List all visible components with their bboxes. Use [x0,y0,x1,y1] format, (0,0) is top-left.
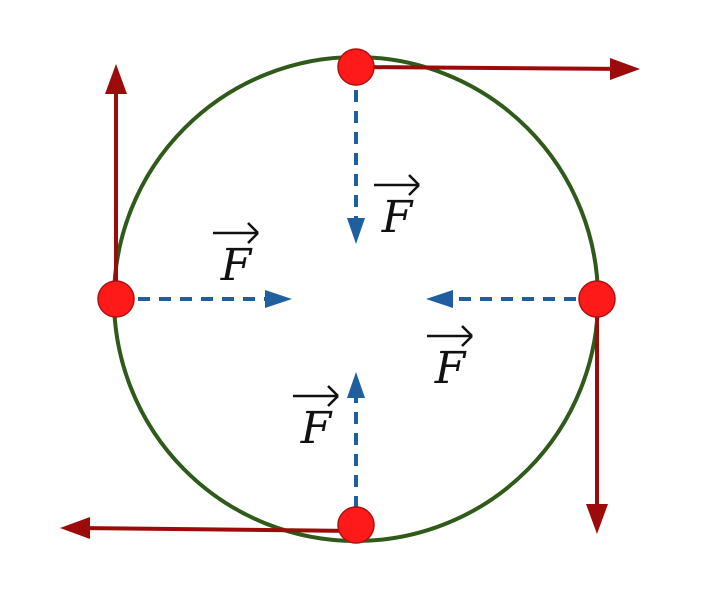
vector-arrow-icon [427,325,473,347]
force-label-top: F [374,174,420,243]
body-positions [97,48,616,544]
point-top [337,48,375,86]
vector-arrow-icon [293,385,339,407]
point-bottom [337,506,375,544]
velocity-arrowhead-right [586,504,608,534]
force-label-left: F [213,222,259,291]
point-right [578,280,616,318]
force-arrowhead-right [426,290,453,308]
force-label-text: F [381,192,414,243]
velocity-arrowhead-bottom [60,517,90,539]
force-arrows [138,90,576,508]
force-arrowhead-left [265,290,292,308]
force-label-right: F [427,325,473,394]
force-label-text: F [300,403,333,454]
point-left [97,280,135,318]
force-arrowhead-top [347,218,365,244]
force-label-bottom: F [293,385,339,454]
velocity-arrow-bottom [75,526,357,533]
vector-arrow-icon [374,174,420,196]
velocity-arrow-top [355,65,633,71]
force-arrowhead-bottom [347,372,365,398]
velocity-arrows [60,58,640,539]
force-label-text: F [220,240,253,291]
velocity-arrowhead-left [105,64,127,94]
velocity-arrowhead-top [610,58,640,80]
force-label-text: F [434,343,467,394]
vector-arrow-icon [213,222,259,244]
